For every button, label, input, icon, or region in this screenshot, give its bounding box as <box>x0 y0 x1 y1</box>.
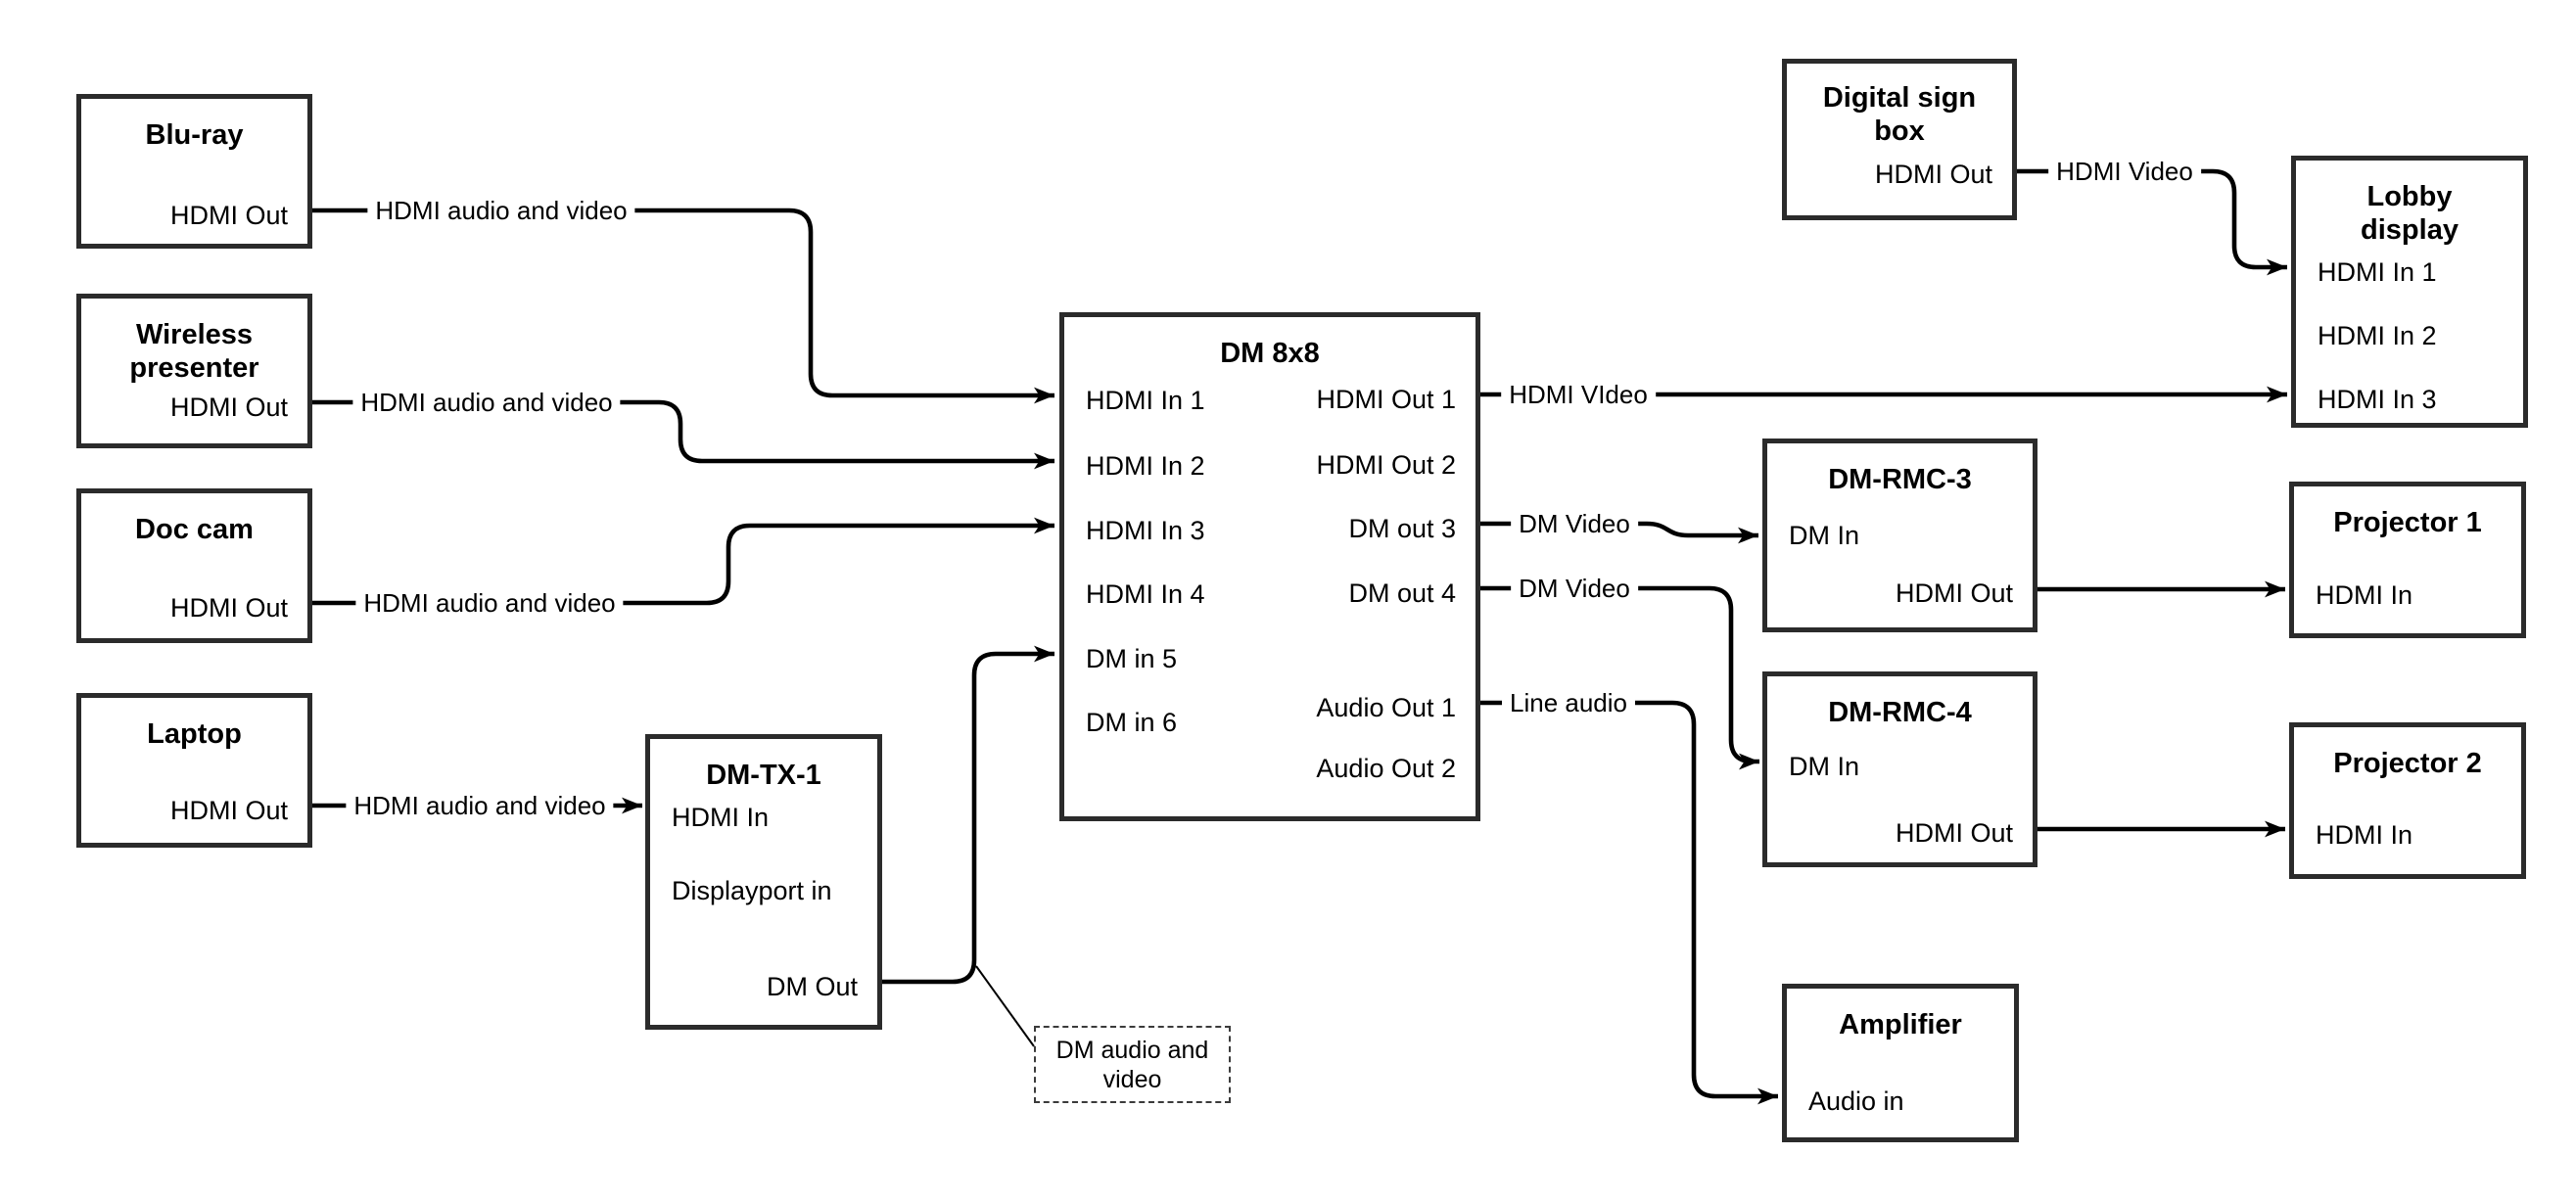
port-dm-out: DM Out <box>766 972 858 1001</box>
edge-label-hdmi-av-wireless: HDMI audio and video <box>352 388 621 417</box>
port-hdmi-out: HDMI Out <box>169 201 288 230</box>
edge-label-hdmi-av-bluray: HDMI audio and video <box>367 196 635 225</box>
port-hdmi-out: HDMI Out <box>169 796 288 825</box>
node-digital-sign-box: Digital sign box HDMI Out <box>1782 59 2017 220</box>
edge-label-hdmi-av-doccam: HDMI audio and video <box>355 588 624 618</box>
node-dm-rmc-4: DM-RMC-4 DM In HDMI Out <box>1762 671 2037 867</box>
edge-label-dm-video-out3: DM Video <box>1511 509 1638 538</box>
port-hdmi-out-1: HDMI Out 1 <box>1316 385 1456 414</box>
port-dm-in: DM In <box>1789 752 1860 781</box>
port-dm-in-6: DM in 6 <box>1086 708 1178 737</box>
edge-dm8x8-out3-to-rmc3 <box>1480 521 1758 544</box>
port-hdmi-in-2: HDMI In 2 <box>1086 451 1205 481</box>
port-dm-in: DM In <box>1789 521 1860 550</box>
edge-dm8x8-out4-to-rmc4 <box>1480 585 1759 770</box>
node-title: DM-TX-1 <box>706 760 821 791</box>
node-doc-cam: Doc cam HDMI Out <box>76 488 312 643</box>
node-dm-tx-1: DM-TX-1 HDMI In Displayport in DM Out <box>645 734 882 1030</box>
port-hdmi-in-1: HDMI In 1 <box>1086 386 1205 415</box>
port-hdmi-in: HDMI In <box>672 803 770 832</box>
node-title: Laptop <box>147 718 242 750</box>
edge-dm8x8-aout1-to-amp <box>1480 700 1778 1105</box>
node-amplifier: Amplifier Audio in <box>1782 984 2019 1142</box>
port-dm-out-3: DM out 3 <box>1348 514 1456 543</box>
node-title: DM 8x8 <box>1220 338 1320 369</box>
port-hdmi-in-2: HDMI In 2 <box>2318 321 2437 350</box>
port-hdmi-out: HDMI Out <box>169 393 288 422</box>
port-hdmi-in: HDMI In <box>2316 820 2413 850</box>
port-audio-in: Audio in <box>1808 1086 1904 1116</box>
callout-text: DM audio and video <box>1055 1036 1209 1093</box>
port-hdmi-out-2: HDMI Out 2 <box>1316 450 1456 480</box>
node-wireless-presenter: Wireless presenter HDMI Out <box>76 294 312 448</box>
node-title: Projector 2 <box>2333 748 2482 779</box>
port-hdmi-out: HDMI Out <box>1895 578 2013 608</box>
port-displayport-in: Displayport in <box>672 876 832 905</box>
node-title: Wireless presenter <box>129 319 259 384</box>
node-dm-8x8: DM 8x8 HDMI In 1 HDMI In 2 HDMI In 3 HDM… <box>1059 312 1480 821</box>
node-title: Digital sign box <box>1822 82 1977 147</box>
node-title: DM-RMC-4 <box>1828 697 1972 728</box>
edge-dmtx1-to-dm8x8-in5 <box>882 645 1054 985</box>
port-dm-in-5: DM in 5 <box>1086 644 1178 673</box>
node-projector-2: Projector 2 HDMI In <box>2289 722 2526 879</box>
port-audio-out-1: Audio Out 1 <box>1316 693 1456 722</box>
port-hdmi-in-4: HDMI In 4 <box>1086 579 1205 609</box>
edge-label-dm-video-out4: DM Video <box>1511 574 1638 603</box>
port-hdmi-out: HDMI Out <box>1895 818 2013 848</box>
edge-bluray-to-dm8x8-in1 <box>312 208 1054 404</box>
port-hdmi-in-1: HDMI In 1 <box>2318 257 2437 287</box>
node-title: Amplifier <box>1839 1009 1962 1040</box>
node-projector-1: Projector 1 HDMI In <box>2289 482 2526 638</box>
port-hdmi-out: HDMI Out <box>1874 160 1992 189</box>
port-hdmi-in-3: HDMI In 3 <box>2318 385 2437 414</box>
node-lobby-display: Lobby display HDMI In 1 HDMI In 2 HDMI I… <box>2291 156 2528 428</box>
port-hdmi-out: HDMI Out <box>169 593 288 623</box>
node-title: Doc cam <box>135 514 254 545</box>
node-title: Blu-ray <box>145 119 244 151</box>
node-bluray: Blu-ray HDMI Out <box>76 94 312 249</box>
node-laptop: Laptop HDMI Out <box>76 693 312 848</box>
node-title: DM-RMC-3 <box>1828 464 1972 495</box>
node-dm-rmc-3: DM-RMC-3 DM In HDMI Out <box>1762 439 2037 632</box>
port-hdmi-in: HDMI In <box>2316 580 2413 610</box>
port-audio-out-2: Audio Out 2 <box>1316 754 1456 783</box>
node-title: Projector 1 <box>2333 507 2482 538</box>
edge-doccam-to-dm8x8-in3 <box>312 517 1054 606</box>
callout-leader-line <box>975 965 1035 1047</box>
edge-label-hdmi-video-out1: HDMI VIdeo <box>1501 380 1656 409</box>
port-hdmi-in-3: HDMI In 3 <box>1086 516 1205 545</box>
node-title: Lobby display <box>2361 181 2459 246</box>
edge-wireless-to-dm8x8-in2 <box>312 399 1054 470</box>
port-dm-out-4: DM out 4 <box>1348 578 1456 608</box>
edge-label-hdmi-video-sign: HDMI Video <box>2048 157 2201 186</box>
callout-dm-audio-video: DM audio and video <box>1034 1026 1231 1103</box>
edge-label-line-audio: Line audio <box>1502 688 1635 717</box>
edge-sign-to-lobby-in1 <box>2017 168 2287 276</box>
edge-label-hdmi-av-laptop: HDMI audio and video <box>346 791 614 820</box>
